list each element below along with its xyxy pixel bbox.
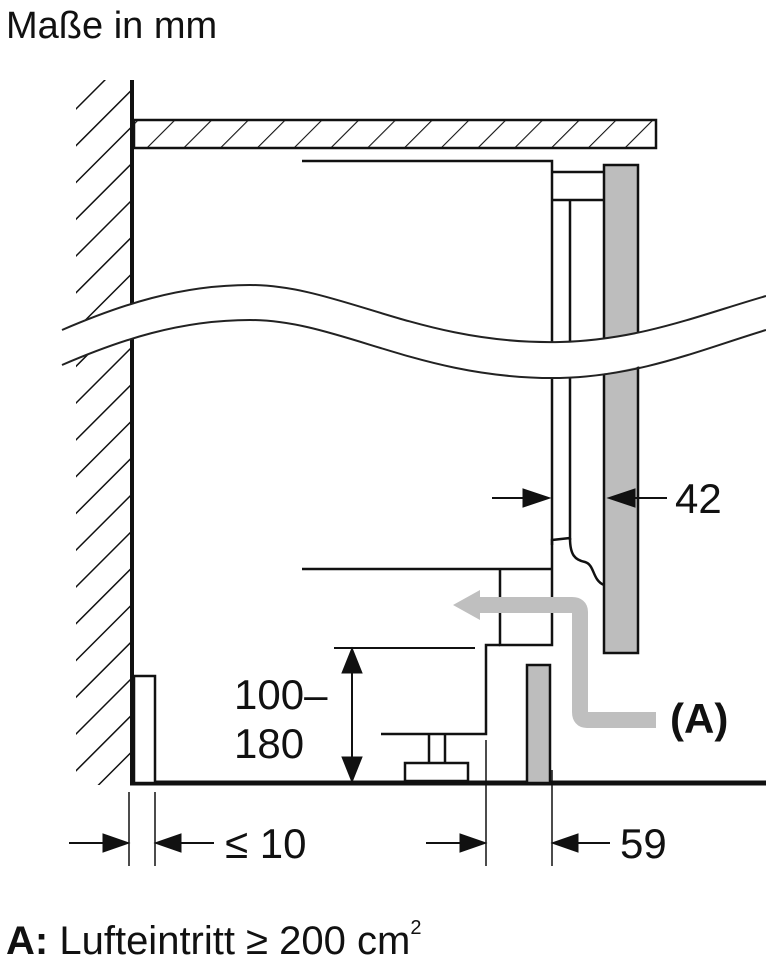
dimension-59-label: 59: [620, 820, 667, 867]
diagram-title: Maße in mm: [6, 5, 218, 47]
airflow-label: (A): [670, 695, 728, 742]
dimension-42: [492, 488, 667, 508]
legend-key: A:: [6, 919, 49, 963]
dimension-wall-gap: [69, 833, 214, 853]
plinth-panel: [525, 663, 552, 785]
dimension-plinth-height-label-2: 180: [234, 720, 304, 767]
top-panel: [132, 118, 658, 150]
adjustable-foot: [403, 734, 470, 783]
wall: [76, 80, 134, 785]
legend-superscript: 2: [410, 917, 422, 939]
furniture-door-panel: [602, 163, 640, 655]
extension-lines: [128, 740, 553, 866]
legend: A: Lufteintritt ≥ 200 cm2: [6, 902, 421, 967]
legend-text: Lufteintritt ≥ 200 cm: [59, 919, 411, 963]
airflow-arrow: [453, 590, 656, 728]
dimension-plinth-height: [334, 646, 475, 784]
break-line: [61, 283, 766, 380]
dimension-42-label: 42: [675, 475, 722, 522]
dimension-wall-gap-label: ≤ 10: [225, 820, 306, 867]
dimension-plinth-height-label-1: 100–: [234, 671, 328, 718]
dimension-59: [426, 833, 610, 853]
wall-spacer: [132, 674, 157, 785]
